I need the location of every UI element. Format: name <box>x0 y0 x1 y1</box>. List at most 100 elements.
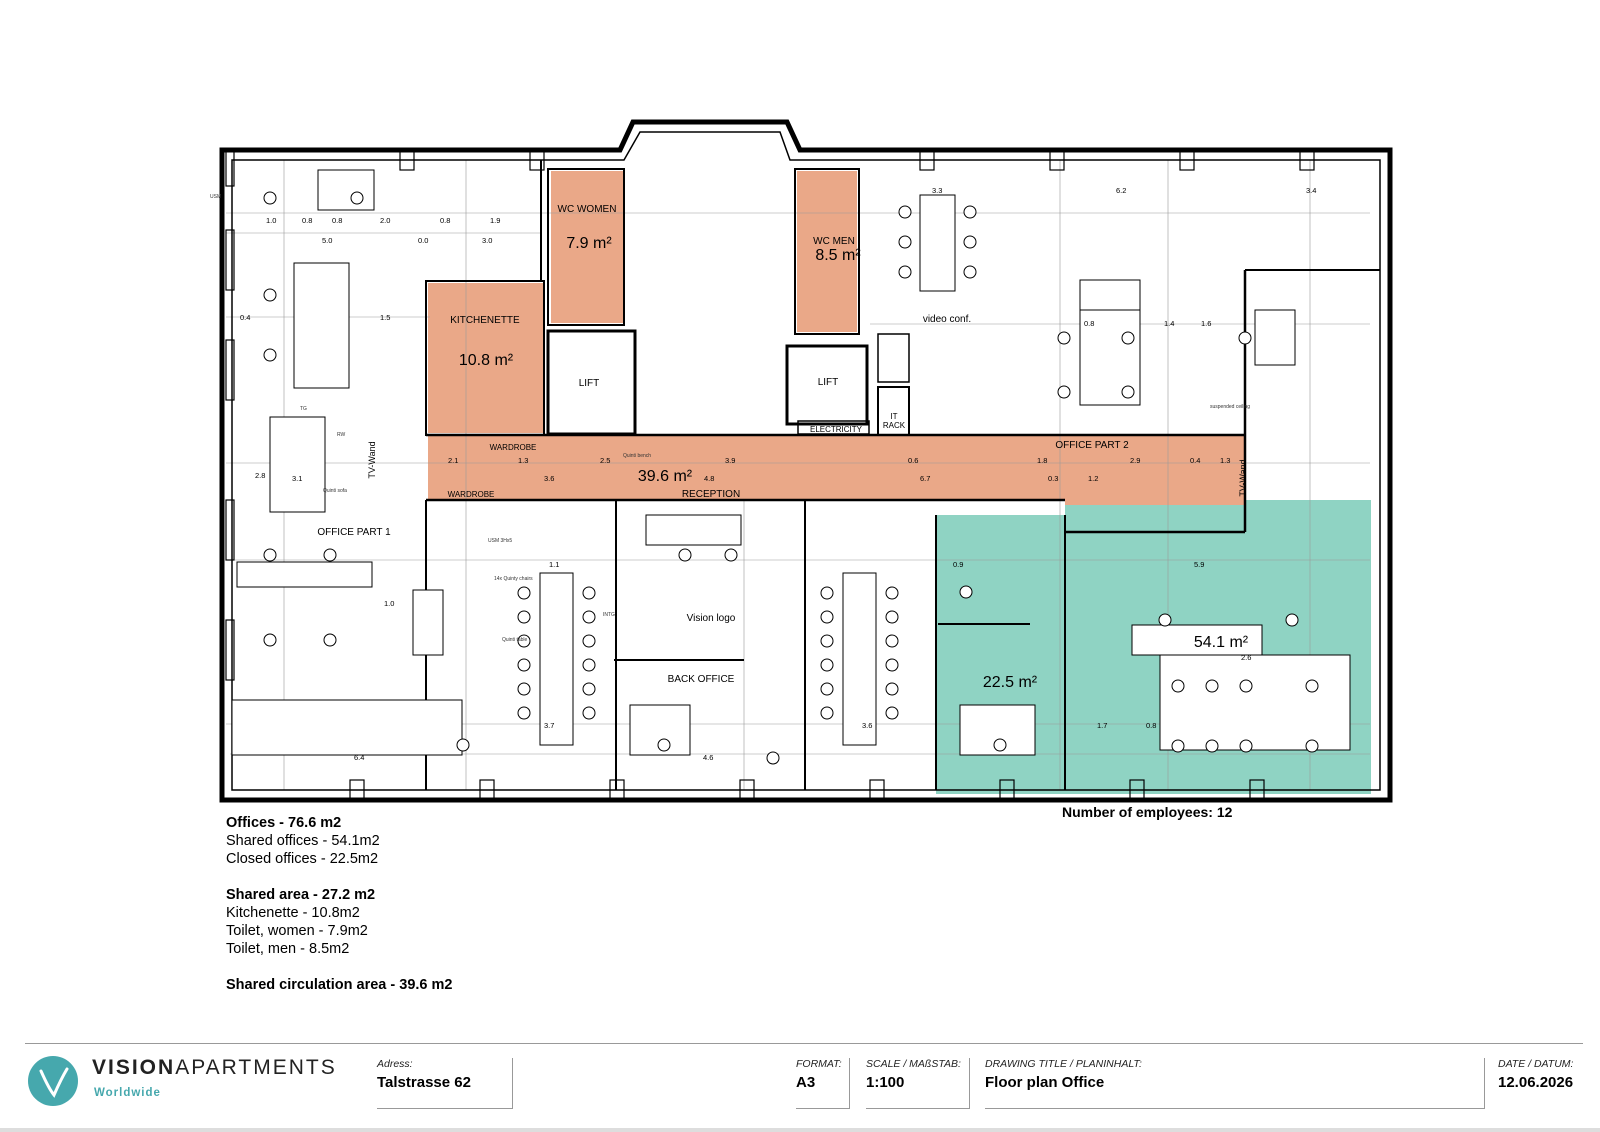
window-columns <box>225 149 1315 801</box>
brand-rest: APARTMENTS <box>175 1056 337 1079</box>
offices-closed: Closed offices - 22.5m2 <box>226 851 379 867</box>
zone-kitchenette <box>428 283 543 433</box>
dimension-labels: 1.0 0.8 0.8 2.0 0.8 1.9 5.0 0.0 3.0 0.4 … <box>240 186 1316 762</box>
dim: 5.9 <box>1194 560 1204 569</box>
title-value: Floor plan Office <box>985 1074 1105 1091</box>
dim: 1.1 <box>549 560 559 569</box>
dim: 6.7 <box>920 474 930 483</box>
dim: 1.9 <box>490 216 500 225</box>
dim: 0.4 <box>240 313 250 322</box>
dim: 1.0 <box>384 599 394 608</box>
dim: 0.0 <box>418 236 428 245</box>
dim: 1.8 <box>1037 456 1047 465</box>
address-label: Adress: <box>377 1058 413 1070</box>
dim: 0.8 <box>440 216 450 225</box>
dim: 0.4 <box>1190 456 1200 465</box>
dim: 0.6 <box>908 456 918 465</box>
label-electricity: ELECTRICITY <box>810 425 863 434</box>
note: TG <box>300 406 307 412</box>
employee-count: Number of employees: 12 <box>1062 804 1233 820</box>
note: Quinti sofa <box>323 488 347 494</box>
dim: 1.4 <box>1164 319 1174 328</box>
address-value: Talstrasse 62 <box>377 1074 471 1091</box>
dim: 1.6 <box>1201 319 1211 328</box>
dim: 3.9 <box>725 456 735 465</box>
zone-fills <box>428 171 1371 794</box>
offices-total: Offices - 76.6 m2 <box>226 815 342 831</box>
dim: 1.2 <box>1088 474 1098 483</box>
label-wc-women: WC WOMEN <box>558 204 617 215</box>
dim: 3.7 <box>544 721 554 730</box>
label-kitchenette-area: 10.8 m² <box>459 352 514 369</box>
dim: 1.5 <box>380 313 390 322</box>
note: RW <box>337 432 346 438</box>
label-reception: RECEPTION <box>682 489 740 500</box>
dim: 3.1 <box>292 474 302 483</box>
area-summary: Offices - 76.6 m2 Shared offices - 54.1m… <box>226 814 452 1012</box>
chairs <box>263 191 1319 765</box>
dim: 1.7 <box>1097 721 1107 730</box>
zone-circulation <box>428 434 1245 500</box>
note: INTG <box>603 612 615 618</box>
zone-office-shared-2 <box>1245 500 1371 506</box>
label-back-office: BACK OFFICE <box>668 674 735 685</box>
brand-bold: VISION <box>92 1056 176 1079</box>
label-wardrobe-bottom: WARDROBE <box>448 490 495 499</box>
footer-address: Adress: Talstrasse 62 <box>377 1058 471 1091</box>
footer-divider <box>985 1108 1485 1109</box>
circulation-total: Shared circulation area - 39.6 m2 <box>226 977 453 993</box>
dim: 2.8 <box>255 471 265 480</box>
note: USM <box>210 194 221 200</box>
brand-subtitle: Worldwide <box>94 1087 161 1099</box>
label-tv-wand-right: TV-Wand <box>1238 459 1248 496</box>
format-label: FORMAT: <box>796 1058 842 1070</box>
dim: 1.3 <box>1220 456 1230 465</box>
dim: 0.8 <box>1084 319 1094 328</box>
shared-toilet-men: Toilet, men - 8.5m2 <box>226 941 350 957</box>
shared-kitchenette: Kitchenette - 10.8m2 <box>226 905 360 921</box>
dim: 4.6 <box>703 753 713 762</box>
footer-date: DATE / DATUM: 12.06.2026 <box>1498 1058 1573 1091</box>
dim: 2.1 <box>448 456 458 465</box>
note: Quinti table <box>502 637 528 643</box>
dim: 6.4 <box>354 753 364 762</box>
dim: 0.8 <box>302 216 312 225</box>
dim: 3.0 <box>482 236 492 245</box>
shared-area-total: Shared area - 27.2 m2 <box>226 887 376 903</box>
label-wardrobe-top: WARDROBE <box>490 443 537 452</box>
dim: 2.0 <box>380 216 390 225</box>
dim: 2.6 <box>1241 653 1251 662</box>
footer-divider <box>969 1058 970 1108</box>
note: Quinti bench <box>623 453 651 459</box>
footer-divider <box>866 1108 970 1109</box>
dim: 3.3 <box>932 186 942 195</box>
mini-annotations: USM RW TG Quinti sofa USM 3Hx5 Quinti be… <box>210 194 1250 643</box>
label-closed-office-area: 22.5 m² <box>983 674 1038 691</box>
dim: 0.3 <box>1048 474 1058 483</box>
label-vision-logo: Vision logo <box>687 613 736 624</box>
vision-logo-icon <box>28 1056 78 1106</box>
footer-divider <box>512 1058 513 1108</box>
date-label: DATE / DATUM: <box>1498 1058 1574 1070</box>
label-wc-men: WC MEN <box>813 236 855 247</box>
label-wc-men-area: 8.5 m² <box>815 247 861 264</box>
label-tv-wand-left: TV-Wand <box>367 441 377 478</box>
label-lift-1: LIFT <box>579 378 600 389</box>
footer-divider <box>377 1108 513 1109</box>
label-kitchenette: KITCHENETTE <box>450 315 520 326</box>
footer-divider <box>25 1043 1583 1044</box>
footer-divider <box>1484 1058 1485 1108</box>
label-it-rack-1: IT <box>890 412 897 421</box>
dim: 1.3 <box>518 456 528 465</box>
dim: 6.2 <box>1116 186 1126 195</box>
label-video-conf: video conf. <box>923 314 971 325</box>
label-office-part-1: OFFICE PART 1 <box>317 527 391 538</box>
brand-name: VISIONAPARTMENTS <box>92 1056 337 1080</box>
scale-label: SCALE / MAßSTAB: <box>866 1058 961 1070</box>
label-circulation-area: 39.6 m² <box>638 468 693 485</box>
dim: 2.5 <box>600 456 610 465</box>
format-value: A3 <box>796 1074 816 1091</box>
note: USM 3Hx5 <box>488 538 512 544</box>
dim: 5.0 <box>322 236 332 245</box>
